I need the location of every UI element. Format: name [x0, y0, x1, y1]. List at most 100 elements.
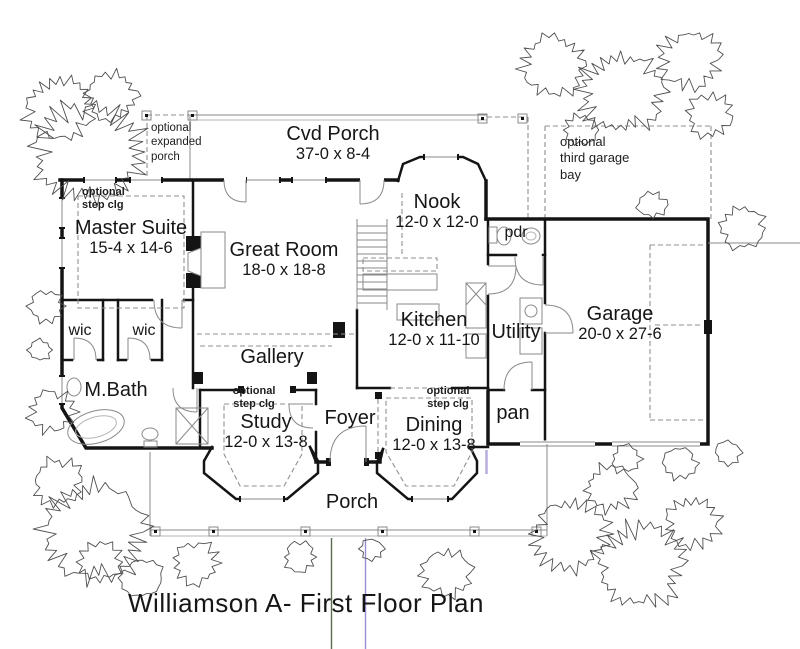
tree-blob [582, 462, 639, 516]
tree-blob [82, 67, 142, 123]
window [58, 375, 66, 405]
window [245, 176, 281, 184]
garage-door [612, 440, 700, 448]
toilet [496, 226, 512, 246]
annotation-optional-step-clg-dining: optional step clg [426, 385, 470, 411]
room-name: Cvd Porch [286, 123, 380, 145]
dryer [519, 327, 543, 355]
room-name: Master Suite [74, 217, 188, 239]
room-dims: 12-0 x 13-8 [392, 435, 476, 454]
tree-blob [661, 447, 701, 482]
porch-post [187, 110, 198, 121]
washer [519, 297, 543, 325]
room-name: pdr [504, 224, 528, 241]
room-label-kitchen: Kitchen 12-0 x 11-10 [388, 309, 480, 349]
tree-blob [665, 497, 725, 551]
optional-step-ceiling-dining [385, 397, 473, 487]
window [129, 176, 163, 184]
tree-blob [26, 99, 149, 207]
room-label-master-suite: Master Suite 15-4 x 14-6 [74, 217, 188, 257]
staircase [356, 219, 388, 310]
room-dims: 37-0 x 8-4 [295, 144, 371, 163]
powder-room-fixtures [488, 226, 541, 246]
garage-interior-dashed [649, 244, 706, 421]
annotation-optional-step-clg-master: optional step clg [82, 186, 125, 212]
optional-third-garage-bay-outline [544, 125, 712, 219]
room-label-pdr: pdr [504, 224, 527, 241]
toilet-tank [488, 226, 498, 244]
bathtub [67, 409, 125, 445]
room-label-cvd-porch: Cvd Porch 37-0 x 8-4 [286, 123, 380, 163]
room-name: Study [240, 411, 292, 433]
kitchen-pantry-cabinet [465, 282, 487, 329]
fireplace [186, 231, 226, 289]
tree-blob [75, 541, 124, 584]
site-lines [330, 242, 800, 649]
room-label-gallery: Gallery [240, 346, 304, 369]
room-label-wic-1: wic [68, 322, 91, 339]
tree-blob [573, 50, 671, 131]
tree-blob [32, 475, 155, 588]
window [239, 495, 285, 503]
porch-post [150, 526, 161, 537]
room-name: M.Bath [84, 379, 148, 401]
room-label-dining: Dining 12-0 x 13-8 [392, 414, 476, 454]
sink [66, 377, 82, 397]
room-name: Kitchen [400, 309, 468, 331]
tree-blob [611, 443, 645, 475]
room-label-utility: Utility [491, 321, 541, 344]
tree-blob [283, 540, 318, 573]
tree-blob [527, 497, 615, 577]
interior-walls [60, 178, 712, 466]
room-name: Porch [325, 491, 379, 513]
room-name: Foyer [324, 407, 376, 429]
windows [58, 153, 700, 503]
tree-blob [514, 32, 588, 97]
utility-appliances [519, 297, 543, 355]
dashed-outlines [77, 193, 706, 487]
tree-blob [19, 74, 96, 141]
tree-blob [717, 205, 767, 252]
master-bath-fixtures [66, 377, 209, 448]
porch-post [300, 526, 311, 537]
window [83, 176, 117, 184]
annotation-optional-step-clg-study: optional step clg [232, 385, 276, 411]
room-label-great-room: Great Room 18-0 x 18-8 [229, 239, 339, 279]
room-name: Utility [491, 321, 541, 343]
porch-post [208, 526, 219, 537]
window [291, 176, 327, 184]
window [423, 153, 459, 161]
room-name: Dining [405, 414, 463, 436]
tree-blob [33, 455, 83, 509]
room-name: wic [68, 322, 92, 339]
room-label-pan: pan [496, 402, 530, 425]
sink [521, 227, 541, 245]
tree-blob [655, 32, 724, 93]
room-label-foyer: Foyer [324, 407, 376, 430]
room-dims: 15-4 x 14-6 [89, 238, 173, 257]
room-label-wic-2: wic [132, 322, 155, 339]
porch-post [517, 113, 528, 124]
porch-post [141, 110, 152, 121]
room-name: Garage [586, 303, 654, 325]
tree-blob [416, 548, 476, 601]
room-dims: 12-0 x 12-0 [395, 212, 479, 231]
room-name: Great Room [229, 239, 339, 261]
tree-blob [26, 337, 53, 361]
room-label-porch: Porch [325, 491, 379, 514]
room-label-mbath: M.Bath [84, 379, 148, 402]
tree-blob [684, 91, 734, 140]
room-label-nook: Nook 12-0 x 12-0 [395, 191, 479, 231]
room-dims: 20-0 x 27-6 [578, 324, 662, 343]
room-dims: 18-0 x 18-8 [242, 260, 326, 279]
tree-blob [590, 518, 689, 608]
room-label-study: Study 12-0 x 13-8 [224, 411, 307, 451]
tree-blob [172, 541, 223, 588]
room-dims: 12-0 x 11-10 [388, 330, 480, 349]
room-name: Gallery [240, 346, 304, 368]
room-name: Nook [413, 191, 461, 213]
room-name: pan [496, 402, 530, 424]
kitchen-island [396, 303, 440, 321]
